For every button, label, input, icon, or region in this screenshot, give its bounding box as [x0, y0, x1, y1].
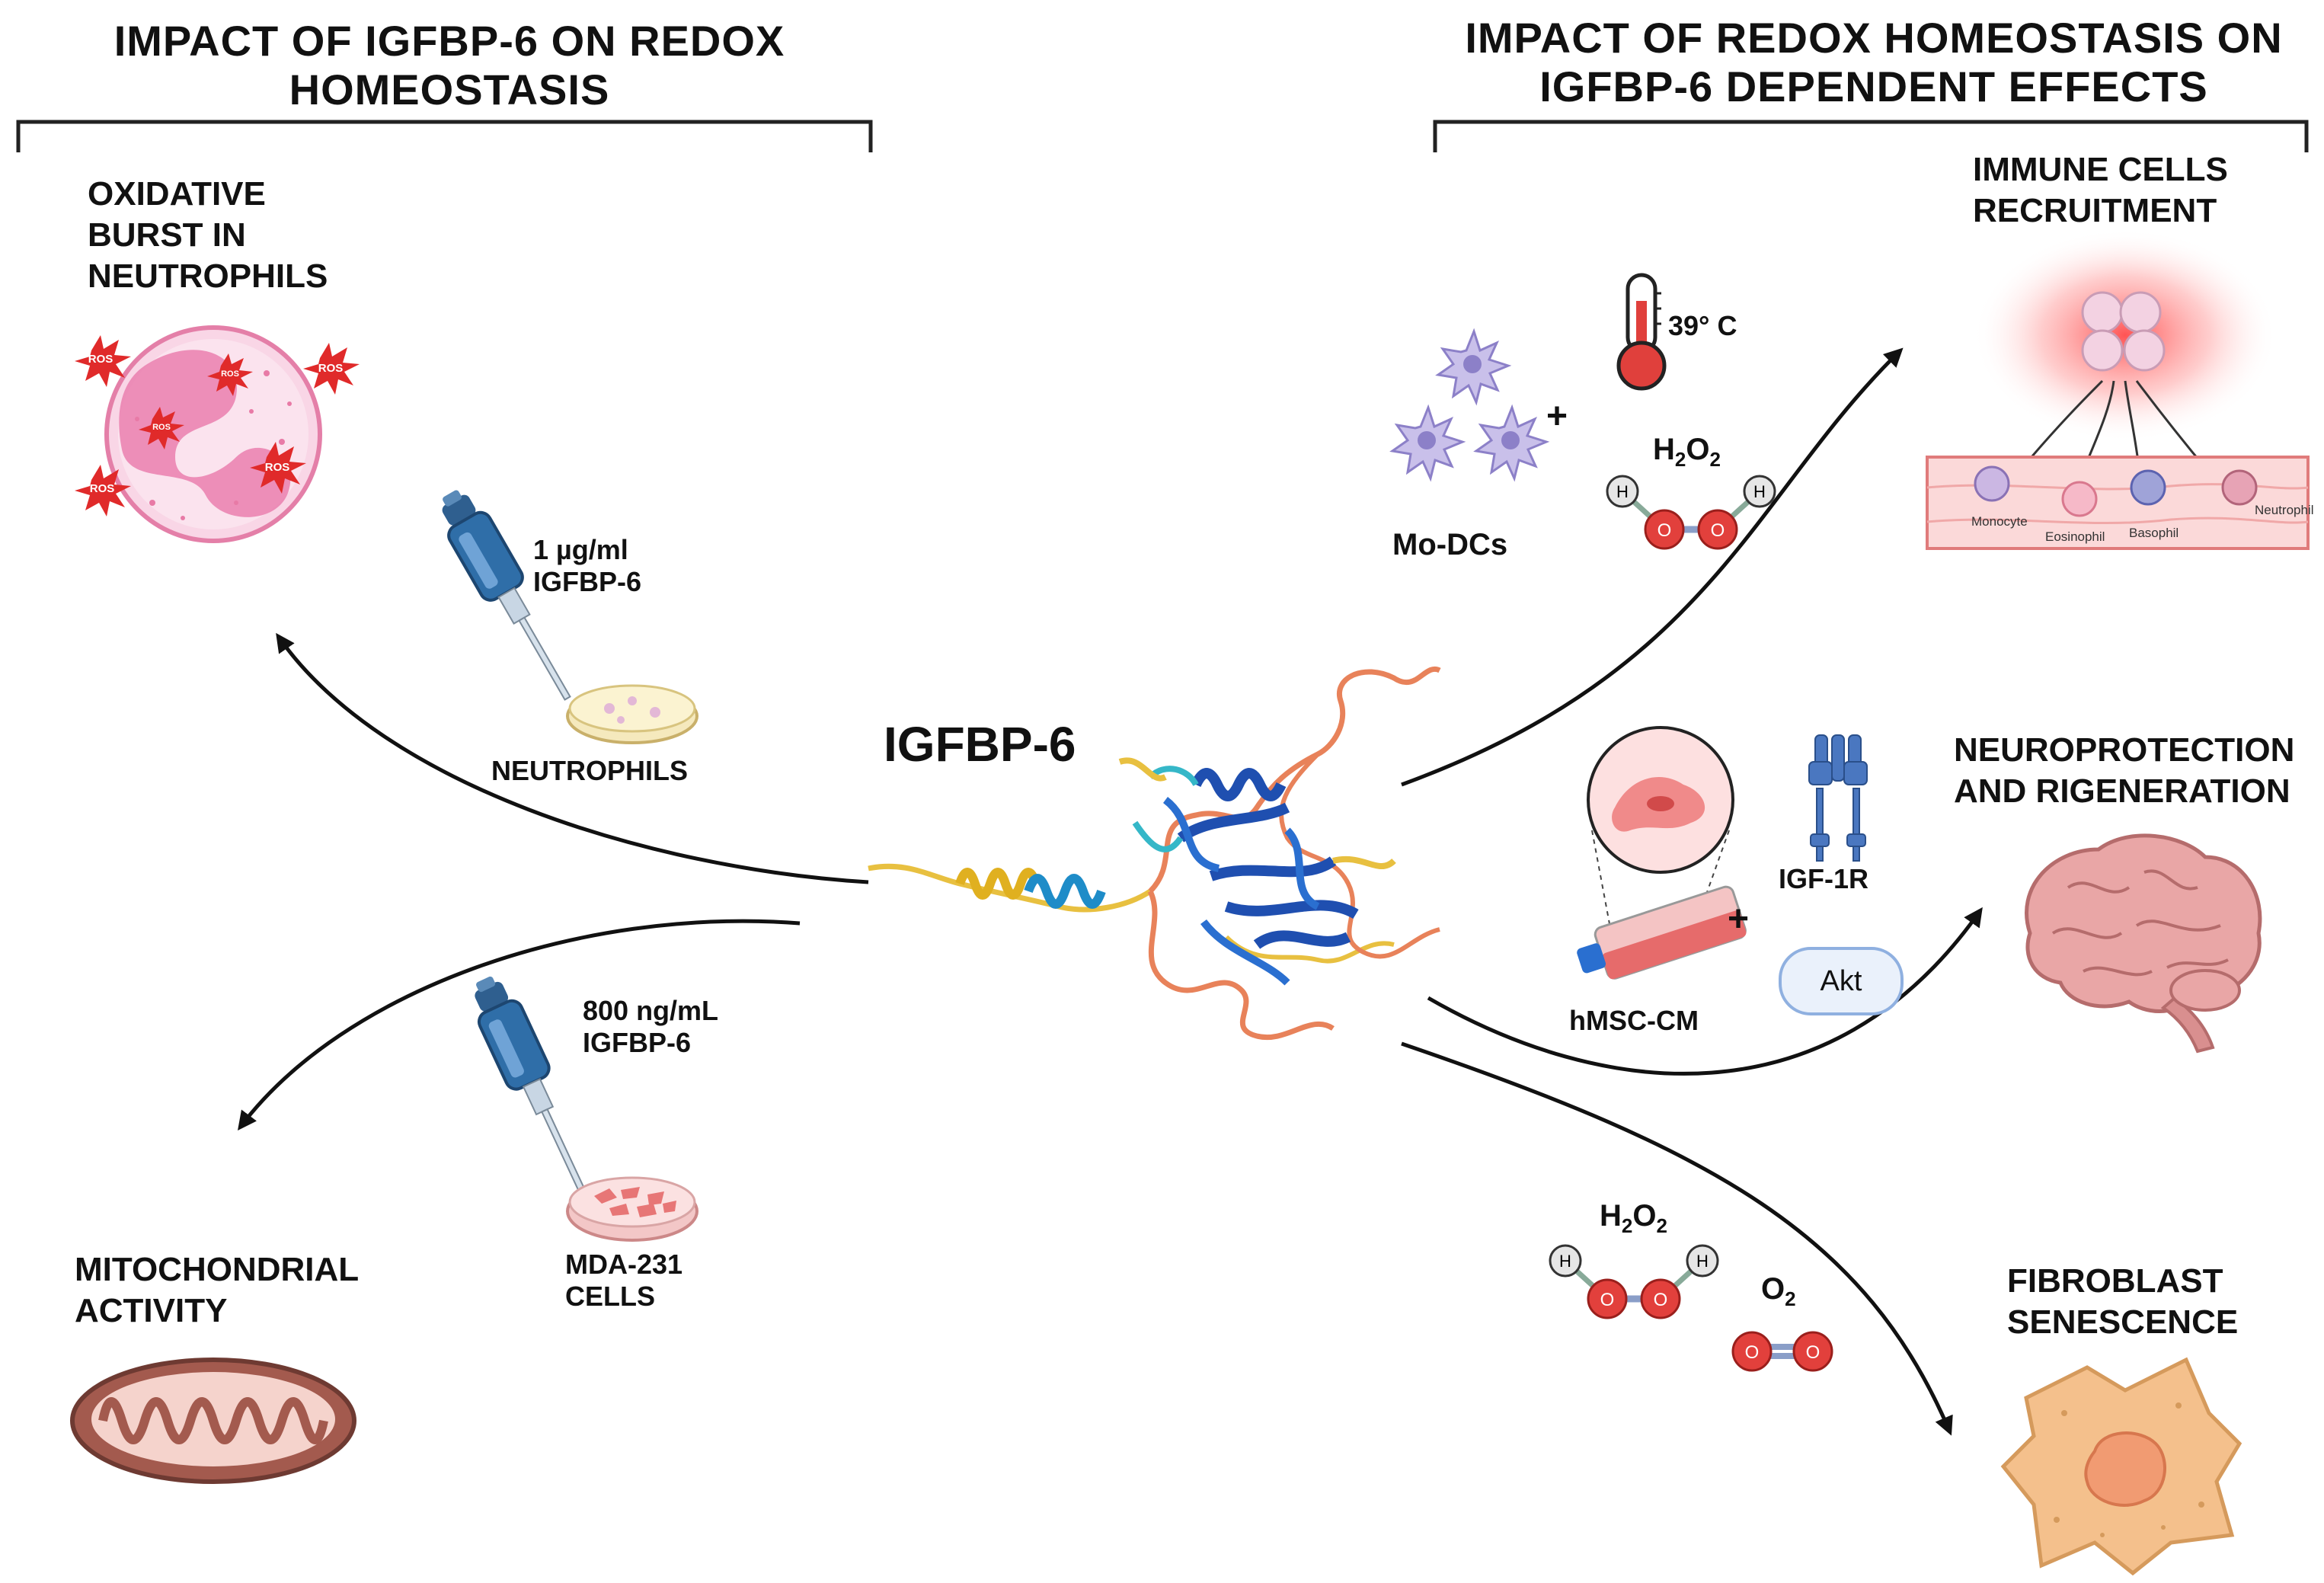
- svg-text:O: O: [1711, 520, 1725, 541]
- o2-formula: O2: [1761, 1272, 1796, 1310]
- hmsc-flask-icon: [1577, 726, 1747, 980]
- pipette-neutrophils-icon: [442, 490, 698, 744]
- akt-badge: Akt: [1779, 947, 1904, 1015]
- svg-text:ROS: ROS: [221, 369, 239, 379]
- immune-recruitment-label-line2: RECRUITMENT: [1973, 192, 2217, 229]
- neuro-plus-sign: +: [1728, 899, 1750, 939]
- protein-label: IGFBP-6: [884, 717, 1076, 772]
- arrow-to-fibroblast: [1401, 1041, 1953, 1436]
- ros-burst-icon: ROS: [303, 343, 360, 395]
- arrow-to-oxidative-burst: [276, 632, 869, 884]
- svg-text:ROS: ROS: [88, 353, 113, 366]
- pipette2-dose: 800 ng/mL: [583, 995, 719, 1026]
- svg-text:Eosinophil: Eosinophil: [2045, 529, 2105, 544]
- thermometer-icon: [1616, 273, 1667, 391]
- svg-text:ROS: ROS: [152, 423, 171, 432]
- svg-text:ROS: ROS: [318, 362, 344, 375]
- dendritic-cells-icon: [1389, 328, 1550, 482]
- svg-text:H: H: [1753, 482, 1766, 501]
- arrow-to-neuro: [1427, 907, 1983, 1076]
- ros-burst-icon: ROS: [75, 465, 131, 516]
- arrow-to-mitochondrial: [237, 919, 801, 1130]
- ros-burst-icon: ROS: [207, 353, 253, 396]
- svg-text:O: O: [1600, 1290, 1615, 1310]
- igf1r-receptor-icon: [1808, 734, 1868, 862]
- brain-icon: [2025, 833, 2262, 1054]
- fibroblast-senescence-label-line1: FIBROBLAST: [2007, 1262, 2223, 1300]
- o2-molecule-icon: O O: [1731, 1331, 1833, 1372]
- neuroprotection-label-line2: AND RIGENERATION: [1954, 772, 2290, 810]
- fibroblast-senescence-label-line2: SENESCENCE: [2007, 1303, 2239, 1341]
- svg-text:O: O: [1657, 520, 1672, 541]
- ros-burst-icon: ROS: [75, 335, 131, 387]
- svg-text:O: O: [1745, 1342, 1760, 1363]
- akt-label: Akt: [1820, 964, 1862, 997]
- pipette2-cells-line1: MDA-231: [565, 1249, 683, 1280]
- modc-cells-label: Mo-DCs: [1392, 528, 1508, 561]
- svg-text:O: O: [1654, 1290, 1668, 1310]
- neutrophil-ros-icon: ROS ROS ROS ROS ROS ROS: [75, 325, 360, 543]
- svg-text:O: O: [1806, 1342, 1821, 1363]
- ros-burst-icon: ROS: [250, 442, 306, 494]
- svg-text:ROS: ROS: [265, 461, 290, 474]
- h2o2-molecule-icon: H H O O: [1606, 475, 1776, 550]
- hmsc-cm-label: hMSC-CM: [1569, 1005, 1699, 1036]
- pipette2-protein: IGFBP-6: [583, 1027, 692, 1058]
- right-section-title: IMPACT OF REDOX HOMEOSTASIS ON IGFBP-6 D…: [1465, 14, 2283, 110]
- pipette1-cells: NEUTROPHILS: [491, 755, 689, 786]
- mitochondrial-activity-label: MITOCHONDRIAL ACTIVITY: [75, 1251, 359, 1329]
- pipette-mda231-icon: [475, 976, 698, 1242]
- senescent-fibroblast-icon: [2000, 1357, 2242, 1576]
- svg-text:H: H: [1616, 482, 1629, 501]
- immune-recruitment-label-line1: IMMUNE CELLS: [1973, 151, 2228, 188]
- immune-h2o2-formula: H2O2: [1653, 433, 1721, 471]
- immune-recruitment-vessel-icon: Monocyte Eosinophil Basophil Neutrophil: [1926, 229, 2314, 550]
- neuroprotection-label-line1: NEUROPROTECTION: [1954, 731, 2295, 769]
- svg-text:Monocyte: Monocyte: [1971, 514, 2028, 529]
- fibroblast-h2o2-formula: H2O2: [1600, 1199, 1667, 1237]
- svg-text:H: H: [1559, 1252, 1571, 1271]
- svg-text:Neutrophil: Neutrophil: [2255, 503, 2314, 517]
- right-bracket: [1433, 120, 2309, 152]
- svg-text:Basophil: Basophil: [2129, 526, 2179, 540]
- pipette1-protein: IGFBP-6: [533, 566, 642, 597]
- ros-burst-icon: ROS: [139, 407, 184, 449]
- temperature-label: 39° C: [1668, 310, 1737, 341]
- left-section-title: IMPACT OF IGFBP-6 ON REDOX HOMEOSTASIS: [113, 17, 785, 114]
- immune-plus-sign: +: [1546, 396, 1568, 437]
- pipette1-dose: 1 µg/ml: [533, 534, 628, 565]
- mitochondrion-icon: [70, 1358, 356, 1484]
- svg-text:ROS: ROS: [90, 482, 115, 495]
- h2o2-molecule-icon: H H O O: [1549, 1244, 1719, 1319]
- pipette2-cells-line2: CELLS: [565, 1281, 656, 1312]
- igfbp6-protein-structure-icon: [868, 666, 1441, 1041]
- oxidative-burst-label: OXIDATIVE BURST IN NEUTROPHILS: [88, 175, 328, 295]
- igf1r-label: IGF-1R: [1779, 863, 1869, 894]
- left-bracket: [16, 120, 873, 152]
- arrow-to-immune: [1401, 347, 1904, 787]
- svg-text:H: H: [1696, 1252, 1709, 1271]
